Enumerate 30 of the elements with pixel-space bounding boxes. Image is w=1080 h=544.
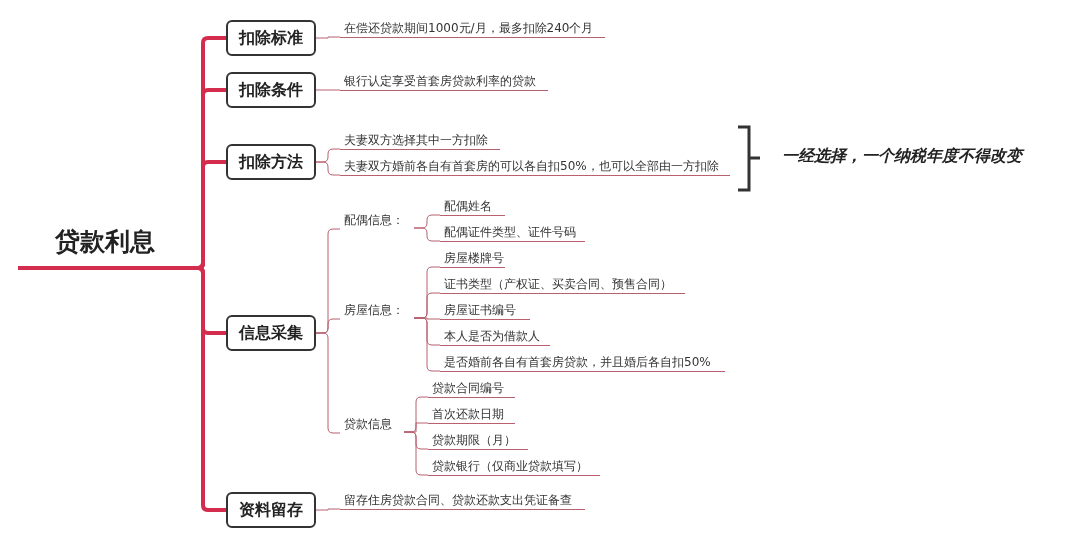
branch-text: 是否婚前各自有首套房贷款，并且婚后各自扣50% — [440, 354, 725, 372]
topic-box: 扣除标准 — [226, 20, 316, 56]
branch-text: 配偶姓名 — [440, 198, 505, 216]
topic-box: 扣除条件 — [226, 72, 316, 108]
branch-text: 证书类型（产权证、买卖合同、预售合同） — [440, 276, 685, 294]
branch-text: 在偿还贷款期间1000元/月，最多扣除240个月 — [340, 20, 605, 38]
branch-text: 配偶信息： — [340, 212, 414, 230]
connector-line — [413, 227, 441, 242]
connector-line — [315, 508, 341, 511]
branch-text: 房屋证书编号 — [440, 302, 530, 320]
branch-text: 银行认定享受首套房贷款利率的贷款 — [340, 73, 548, 91]
branch-text: 贷款银行（仅商业贷款填写） — [428, 458, 600, 476]
branch-text: 夫妻双方婚前各自有首套房的可以各自扣50%，也可以全部由一方扣除 — [340, 158, 730, 176]
branch-text: 夫妻双方选择其中一方扣除 — [340, 132, 500, 150]
branch-text: 贷款信息 — [340, 416, 404, 434]
connector-line — [315, 89, 341, 91]
connector-line — [315, 161, 341, 176]
branch-text: 房屋楼牌号 — [440, 250, 505, 268]
branch-text: 贷款合同编号 — [428, 380, 515, 398]
topic-box: 资料留存 — [226, 492, 316, 528]
connector-line — [315, 36, 341, 39]
topic-box: 扣除方法 — [226, 144, 316, 180]
branch-text: 配偶证件类型、证件号码 — [440, 224, 585, 242]
central-topic: 贷款利息 — [18, 220, 192, 270]
branch-text: 留存住房贷款合同、贷款还款支出凭证备查 — [340, 492, 585, 510]
branch-text: 本人是否为借款人 — [440, 328, 550, 346]
branch-text: 贷款期限（月） — [428, 432, 528, 450]
branch-text: 首次还款日期 — [428, 406, 515, 424]
branch-text: 房屋信息： — [340, 302, 414, 320]
topic-box: 信息采集 — [226, 315, 316, 351]
